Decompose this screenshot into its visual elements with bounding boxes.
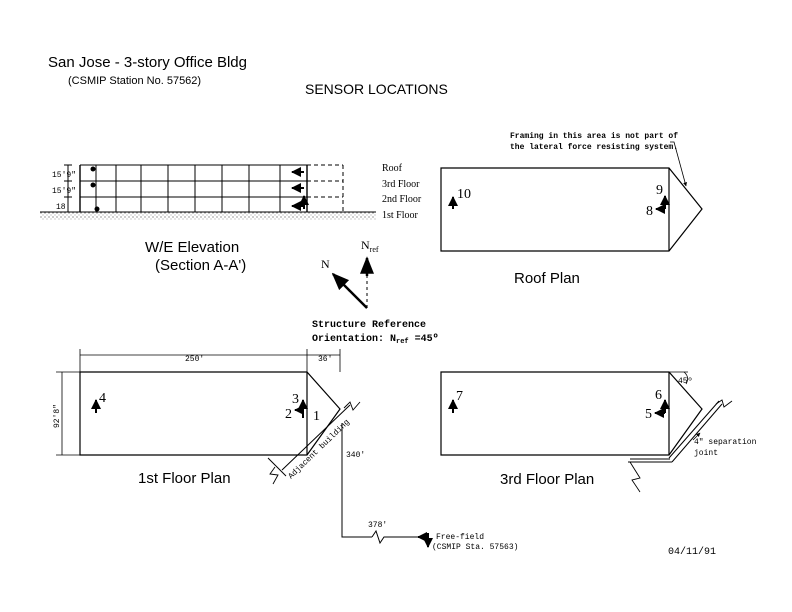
height-dim-second: 18': [56, 203, 70, 212]
level-roof: Roof: [382, 163, 403, 174]
separation-joint-line1: 4" separation: [694, 438, 757, 447]
orientation-line2: Orientation: Nref =45º: [312, 333, 439, 346]
sensor-3-label: 3: [292, 392, 299, 407]
sensor-10-label: 10: [457, 187, 471, 202]
separation-joint-line2: joint: [694, 449, 718, 458]
framing-note-line1: Framing in this area is not part of: [510, 132, 678, 141]
sensor-4-label: 4: [99, 391, 106, 406]
dist-340: 340': [346, 451, 365, 460]
sensor-dot-ground: [94, 206, 100, 212]
sensor-8-label: 8: [646, 204, 653, 219]
orientation-line1: Structure Reference: [312, 319, 426, 331]
dim-end-36: 36': [318, 355, 332, 364]
third-floor-plan-title: 3rd Floor Plan: [500, 471, 594, 488]
height-dim-roof: 15'9": [52, 171, 76, 180]
drawing-date: 04/11/91: [668, 546, 716, 558]
free-field-label: Free-field: [436, 533, 484, 542]
third-floor-plan: 45º 7 6 5 4" separation joint 3rd Floor …: [440, 371, 757, 493]
sensor-9-label: 9: [656, 183, 663, 198]
sensor-dot-roof: [90, 166, 96, 172]
sensor-locations-heading: SENSOR LOCATIONS: [305, 81, 448, 97]
station-number: (CSMIP Station No. 57562): [68, 75, 201, 87]
first-floor-plan-title: 1st Floor Plan: [138, 470, 231, 487]
north-label: N: [321, 257, 330, 271]
free-field-station: (CSMIP Sta. 57563): [432, 543, 518, 552]
level-third-floor: 3rd Floor: [382, 179, 420, 190]
sensor-7-label: 7: [456, 389, 463, 404]
dim-width-92: 92'8": [53, 404, 62, 428]
level-first-floor: 1st Floor: [382, 210, 419, 221]
framing-note-line2: the lateral force resisting system.: [510, 143, 678, 152]
elevation-title: W/E Elevation: [145, 239, 239, 256]
roof-plan-title: Roof Plan: [514, 270, 580, 287]
level-second-floor: 2nd Floor: [382, 194, 422, 205]
nref-label: Nref: [361, 238, 379, 254]
sensor-dot-third: [90, 182, 96, 188]
sensor-5-label: 5: [645, 407, 652, 422]
elevation-subtitle: (Section A-A'): [155, 257, 246, 274]
first-floor-plan: 250' 36' 92'8" 4 3 2 1 Adjacent building…: [53, 349, 518, 552]
angle-45: 45º: [678, 377, 692, 386]
sensor-2-label: 2: [285, 407, 292, 422]
sensor-1-label: 1: [313, 409, 320, 424]
dist-378: 378': [368, 521, 387, 530]
dim-length-250: 250': [185, 355, 204, 364]
roof-plan: Framing in this area is not part of the …: [440, 132, 703, 287]
height-dim-third: 15'9": [52, 187, 76, 196]
sensor-6-label: 6: [655, 388, 662, 403]
drawing-title: San Jose - 3-story Office Bldg: [48, 54, 247, 71]
north-arrows: N Nref Structure Reference Orientation: …: [312, 238, 439, 346]
elevation-view: 15'9" 15'9" 18' Roof 3rd Floor 2nd Floor…: [40, 163, 422, 274]
